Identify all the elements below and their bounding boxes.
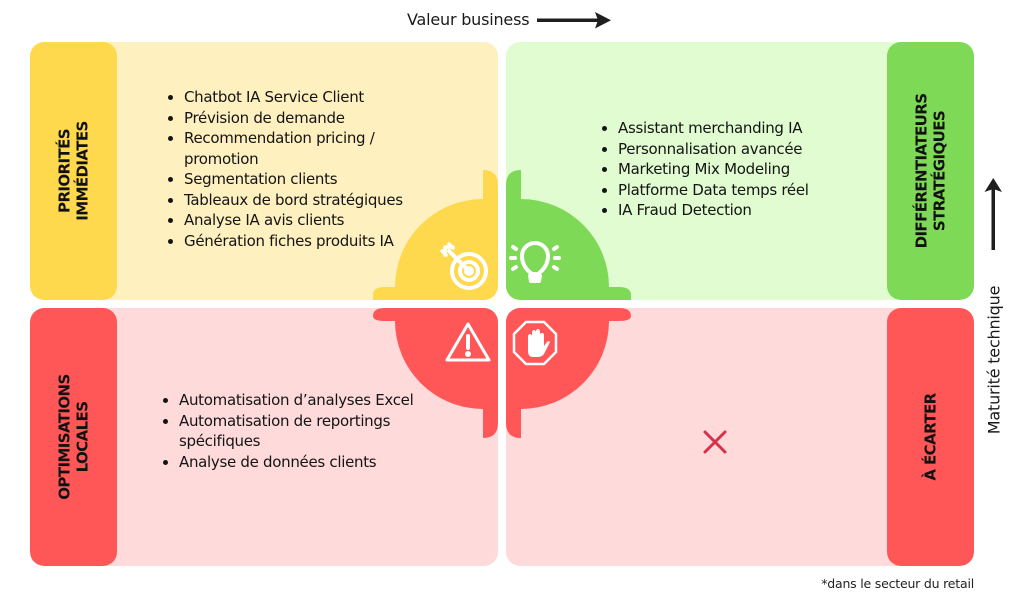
warning-badge (373, 308, 498, 438)
quadrant-a-ecarter: À ÉCARTER (506, 308, 974, 566)
item-list: Automatisation d’analyses Excel Automati… (159, 390, 459, 472)
list-item: Marketing Mix Modeling (598, 159, 898, 180)
quadrant-title: OPTIMISATIONS LOCALES (56, 374, 92, 499)
list-item: Recommendation pricing / promotion (164, 128, 444, 169)
list-item: IA Fraud Detection (598, 200, 898, 221)
list-item: Tableaux de bord stratégiques (164, 190, 444, 211)
list-item: Personnalisation avancée (598, 139, 898, 160)
target-badge (373, 170, 498, 300)
x-axis-label: Valeur business (407, 10, 530, 29)
quadrant-title: PRIORITÉS IMMÉDIATES (56, 121, 92, 220)
warning-icon (445, 322, 491, 362)
quadrant-label-strip: DIFFÉRENTIATEURS STRATÉGIQUES (887, 42, 974, 300)
lightbulb-badge (506, 170, 631, 300)
quadrant-differentiateurs-strategiques: DIFFÉRENTIATEURS STRATÉGIQUES Assistant … (506, 42, 974, 300)
quadrant-title-line: STRATÉGIQUES (930, 110, 949, 232)
quadrant-title-line: OPTIMISATIONS (55, 374, 74, 500)
arrow-up-icon (984, 178, 1002, 250)
list-item: Automatisation de reportings spécifiques (159, 411, 459, 452)
list-item: Génération fiches produits IA (164, 231, 444, 252)
quadrant-label-strip: PRIORITÉS IMMÉDIATES (30, 42, 117, 300)
stop-hand-icon (512, 320, 558, 366)
list-item: Segmentation clients (164, 169, 444, 190)
item-list: Assistant merchanding IA Personnalisatio… (598, 118, 898, 221)
list-item: Platforme Data temps réel (598, 180, 898, 201)
list-item: Chatbot IA Service Client (164, 87, 444, 108)
quadrant-title: À ÉCARTER (922, 393, 940, 480)
quadrant-title-line: À ÉCARTER (921, 393, 940, 481)
quadrant-label-strip: OPTIMISATIONS LOCALES (30, 308, 117, 566)
quadrant-label-strip: À ÉCARTER (887, 308, 974, 566)
y-axis: Maturité technique (982, 178, 1006, 440)
quadrant-title-line: LOCALES (73, 401, 92, 473)
quadrant-title-line: DIFFÉRENTIATEURS (912, 93, 931, 249)
arrow-right-icon (537, 11, 612, 28)
cross-icon (703, 430, 727, 454)
quadrant-title-line: IMMÉDIATES (73, 121, 92, 221)
quadrant-title: DIFFÉRENTIATEURS STRATÉGIQUES (913, 94, 949, 249)
stop-badge (506, 308, 631, 438)
quadrant-priorites-immediates: PRIORITÉS IMMÉDIATES Chatbot IA Service … (30, 42, 498, 300)
list-item: Analyse de données clients (159, 452, 459, 473)
list-item: Automatisation d’analyses Excel (159, 390, 459, 411)
footnote: *dans le secteur du retail (821, 576, 974, 591)
quadrant-optimisations-locales: OPTIMISATIONS LOCALES Automatisation d’a… (30, 308, 498, 566)
target-icon (440, 242, 488, 290)
list-item: Assistant merchanding IA (598, 118, 898, 139)
item-list: Chatbot IA Service Client Prévision de d… (164, 87, 444, 251)
list-item: Prévision de demande (164, 108, 444, 129)
x-axis: Valeur business (407, 10, 612, 29)
y-axis-label: Maturité technique (984, 285, 1004, 435)
quadrant-title-line: PRIORITÉS (55, 129, 74, 213)
list-item: Analyse IA avis clients (164, 210, 444, 231)
lightbulb-icon (509, 241, 561, 283)
